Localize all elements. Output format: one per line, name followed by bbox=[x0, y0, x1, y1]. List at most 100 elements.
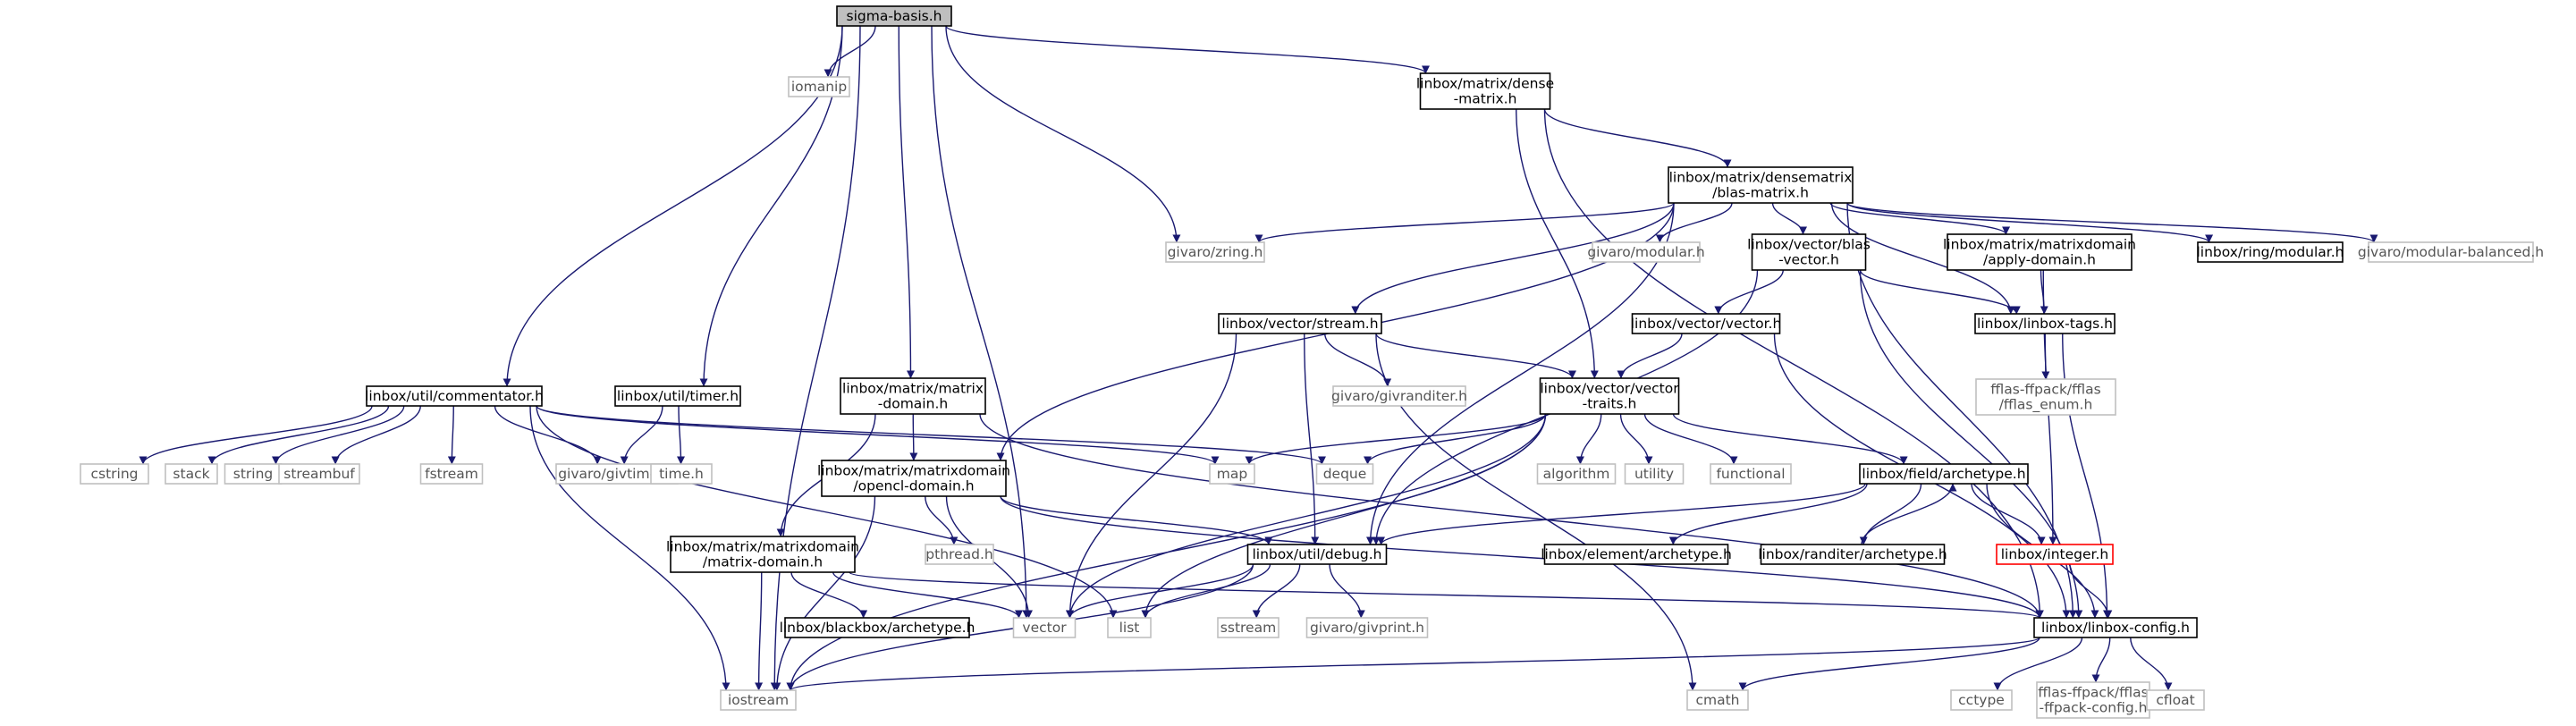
edge-blasvec-to-vector_h bbox=[1714, 269, 1784, 315]
node-deque: deque bbox=[1315, 463, 1374, 485]
node-label: sigma-basis.h bbox=[847, 8, 942, 24]
node-box bbox=[1012, 617, 1077, 638]
edge-layer bbox=[139, 25, 2378, 691]
edge-line bbox=[790, 571, 868, 619]
node-box bbox=[1419, 72, 1551, 110]
edge-timer-to-timeh bbox=[677, 405, 686, 465]
node-box bbox=[840, 377, 986, 415]
node-label: givaro/modular-balanced.h bbox=[2358, 244, 2544, 260]
edge-commentator-to-stack bbox=[207, 405, 390, 465]
edge-line bbox=[786, 413, 1547, 691]
node-linbox-util-commentator-h[interactable]: linbox/util/commentator.h bbox=[365, 385, 544, 407]
edge-line bbox=[529, 405, 731, 691]
node-box bbox=[614, 385, 741, 407]
edge-line bbox=[2091, 637, 2111, 683]
edge-line bbox=[1668, 483, 1868, 545]
node-linbox-matrix-matrixdomain-apply-domain-h[interactable]: linbox/matrix/matrixdomain/apply-domain.… bbox=[1943, 233, 2136, 271]
node-label: cctype bbox=[1958, 692, 2005, 708]
node-givaro-modular-balanced-h: givaro/modular-balanced.h bbox=[2358, 241, 2544, 263]
node-linbox-linbox-config-h[interactable]: linbox/linbox-config.h bbox=[2033, 617, 2198, 638]
node-box bbox=[1624, 463, 1685, 485]
node-givaro-zring-h: givaro/zring.h bbox=[1165, 241, 1265, 263]
node-linbox-blackbox-archetype-h[interactable]: linbox/blackbox/archetype.h bbox=[780, 617, 976, 638]
edge-sigma-to-zring bbox=[945, 25, 1181, 243]
edge-vtraits-to-vector bbox=[1066, 413, 1547, 619]
node-box bbox=[1668, 166, 1854, 204]
node-linbox-matrix-matrix-domain-h[interactable]: linbox/matrix/matrix-domain.h bbox=[840, 377, 986, 415]
node-box bbox=[720, 689, 797, 711]
node-cfloat: cfloat bbox=[2146, 689, 2205, 711]
edge-line bbox=[1324, 333, 1392, 387]
edge-line bbox=[620, 405, 663, 465]
node-label: linbox/linbox-config.h bbox=[2041, 620, 2190, 636]
node-box bbox=[366, 385, 543, 407]
node-box bbox=[1218, 313, 1382, 334]
node-label: linbox/util/debug.h bbox=[1252, 546, 1381, 562]
node-box bbox=[2197, 241, 2344, 263]
edge-line bbox=[1304, 333, 1320, 545]
node-box bbox=[1859, 463, 2029, 485]
node-linbox-matrix-densematrix-blas-matrix-h[interactable]: linbox/matrix/densematrix/blas-matrix.h bbox=[1668, 166, 1854, 204]
edge-line bbox=[1643, 413, 1738, 465]
node-box bbox=[1209, 463, 1255, 485]
node-linbox-matrix-dense-matrix-h[interactable]: linbox/matrix/dense-matrix.h bbox=[1416, 72, 1554, 110]
node-linbox-element-archetype-h[interactable]: linbox/element/archetype.h bbox=[1541, 544, 1732, 565]
node-label: linbox/randiter/archetype.h bbox=[1758, 546, 1947, 562]
node-linbox-matrix-matrixdomain-matrix-domain-h[interactable]: linbox/matrix/matrixdomain/matrix-domain… bbox=[666, 536, 859, 573]
edge-debug-to-sstream bbox=[1252, 563, 1301, 619]
edge-config-to-iostream bbox=[786, 637, 2040, 691]
edge-commentator-to-givtimer bbox=[494, 405, 602, 465]
edge-line bbox=[331, 405, 421, 465]
node-cstring: cstring bbox=[80, 463, 149, 485]
edge-line bbox=[755, 571, 764, 691]
edge-commentator-to-streambuf bbox=[331, 405, 421, 465]
node-string: string bbox=[224, 463, 283, 485]
edge-line bbox=[1254, 202, 1675, 243]
edge-line bbox=[1861, 483, 1957, 545]
edge-config-to-cctype bbox=[1993, 637, 2083, 691]
edge-line bbox=[1377, 483, 1866, 545]
node-linbox-ring-modular-h[interactable]: linbox/ring/modular.h bbox=[2197, 241, 2344, 263]
edge-line bbox=[207, 405, 390, 465]
node-label: givaro/modular.h bbox=[1587, 244, 1704, 260]
node-cctype: cctype bbox=[1950, 689, 2013, 711]
edge-line bbox=[1141, 563, 1271, 619]
node-box bbox=[670, 536, 856, 573]
node-label: linbox/matrix/matrixdomain/matrix-domain… bbox=[666, 539, 859, 570]
node-list: list bbox=[1107, 617, 1152, 638]
node-label: cmath bbox=[1695, 692, 1739, 708]
edge-commentator-to-deque bbox=[536, 405, 1326, 465]
node-map: map bbox=[1209, 463, 1255, 485]
node-linbox-field-archetype-h[interactable]: linbox/field/archetype.h bbox=[1859, 463, 2029, 485]
edge-line bbox=[1655, 202, 1733, 243]
node-linbox-matrix-matrixdomain-opencl-domain-h[interactable]: linbox/matrix/matrixdomain/opencl-domain… bbox=[817, 460, 1010, 497]
edge-line bbox=[931, 25, 1031, 619]
node-linbox-vector-stream-h[interactable]: linbox/vector/stream.h bbox=[1218, 313, 1382, 334]
edge-line bbox=[1993, 637, 2083, 691]
node-linbox-integer-h[interactable]: linbox/integer.h bbox=[1996, 544, 2114, 565]
node-label: givaro/givtimer.h bbox=[558, 466, 676, 482]
node-linbox-vector-vector-traits-h[interactable]: linbox/vector/vector-traits.h bbox=[1539, 377, 1680, 415]
edge-vtraits-to-map bbox=[1245, 413, 1547, 465]
node-label: fflas-ffpack/fflas/fflas_enum.h bbox=[1990, 382, 2100, 414]
node-linbox-util-timer-h[interactable]: linbox/util/timer.h bbox=[614, 385, 741, 407]
node-cmath: cmath bbox=[1686, 689, 1749, 711]
edge-archetype-to-debug bbox=[1377, 483, 1866, 545]
edge-vector_h-to-vtraits bbox=[1617, 333, 1683, 379]
node-label: linbox/util/commentator.h bbox=[365, 388, 544, 404]
node-linbox-util-debug-h[interactable]: linbox/util/debug.h bbox=[1246, 544, 1388, 565]
edge-stream-to-vtraits bbox=[1375, 333, 1576, 379]
node-label: deque bbox=[1323, 466, 1367, 482]
edge-dense-to-config bbox=[1543, 108, 2044, 619]
node-linbox-vector-blas-vector-h[interactable]: linbox/vector/blas-vector.h bbox=[1747, 233, 1871, 271]
node-linbox-linbox-tags-h[interactable]: linbox/linbox-tags.h bbox=[1974, 313, 2116, 334]
node-label: linbox/matrix/matrixdomain/opencl-domain… bbox=[817, 463, 1010, 494]
node-linbox-randiter-archetype-h[interactable]: linbox/randiter/archetype.h bbox=[1758, 544, 1947, 565]
node-time-h: time.h bbox=[650, 463, 713, 485]
edge-blasmat-to-zring bbox=[1254, 202, 1675, 243]
node-label: map bbox=[1217, 466, 1247, 482]
node-linbox-vector-vector-h[interactable]: linbox/vector/vector.h bbox=[1631, 313, 1782, 334]
edge-line bbox=[1351, 202, 1675, 315]
node-label: linbox/integer.h bbox=[2001, 546, 2109, 562]
